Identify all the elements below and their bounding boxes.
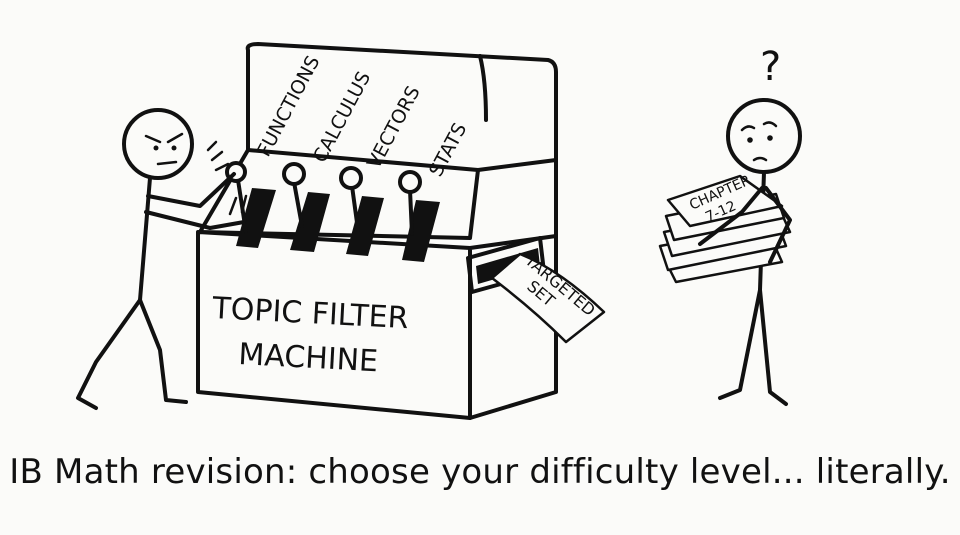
puller-brow-right <box>166 132 184 144</box>
puller-eye-right <box>171 145 177 151</box>
puller-head <box>122 108 194 180</box>
lever-slot-calculus <box>290 192 330 252</box>
puller-brow-left <box>144 134 162 144</box>
lever-slot-stats <box>402 200 440 262</box>
comic-caption: IB Math revision: choose your difficulty… <box>9 452 951 492</box>
student-head <box>726 98 802 174</box>
puller-eye-left <box>153 145 159 151</box>
student-eye-left <box>747 137 753 143</box>
student-leg-right <box>758 288 788 406</box>
puller-leg-right <box>138 298 188 404</box>
machine-title-line2: MACHINE <box>238 337 379 379</box>
output-paper <box>490 252 606 344</box>
machine-panel-divider <box>478 54 488 122</box>
student-arm-left <box>698 186 764 246</box>
student-question-mark: ? <box>760 44 781 90</box>
lever-stats[interactable] <box>398 170 422 236</box>
lever-vectors[interactable] <box>339 166 363 232</box>
stick-figure-puller <box>76 108 248 410</box>
puller-arm-upper <box>146 172 236 208</box>
student-eye-right <box>767 135 773 141</box>
puller-motion-lines <box>206 140 230 172</box>
puller-arm-lower <box>144 210 246 230</box>
student-leg-left <box>718 288 762 400</box>
lever-calculus[interactable] <box>282 162 306 228</box>
lever-slot-vectors <box>346 196 384 256</box>
machine-top-edge <box>476 158 558 172</box>
student-arm-right <box>764 186 792 264</box>
paper-stack: CHAPTER 7-12 <box>658 172 792 284</box>
puller-torso <box>138 176 152 302</box>
topic-filter-machine: FUNCTIONS CALCULUS VECTORS STATS TOPIC F… <box>196 42 606 420</box>
stick-figure-student: ? CHAPTER 7-12 <box>658 44 802 406</box>
puller-leg-left <box>76 298 142 410</box>
student-brow-right <box>762 121 778 128</box>
puller-strain-lines <box>228 194 248 216</box>
student-mouth <box>752 156 768 162</box>
puller-mouth <box>156 160 178 166</box>
student-brow-left <box>740 125 756 132</box>
